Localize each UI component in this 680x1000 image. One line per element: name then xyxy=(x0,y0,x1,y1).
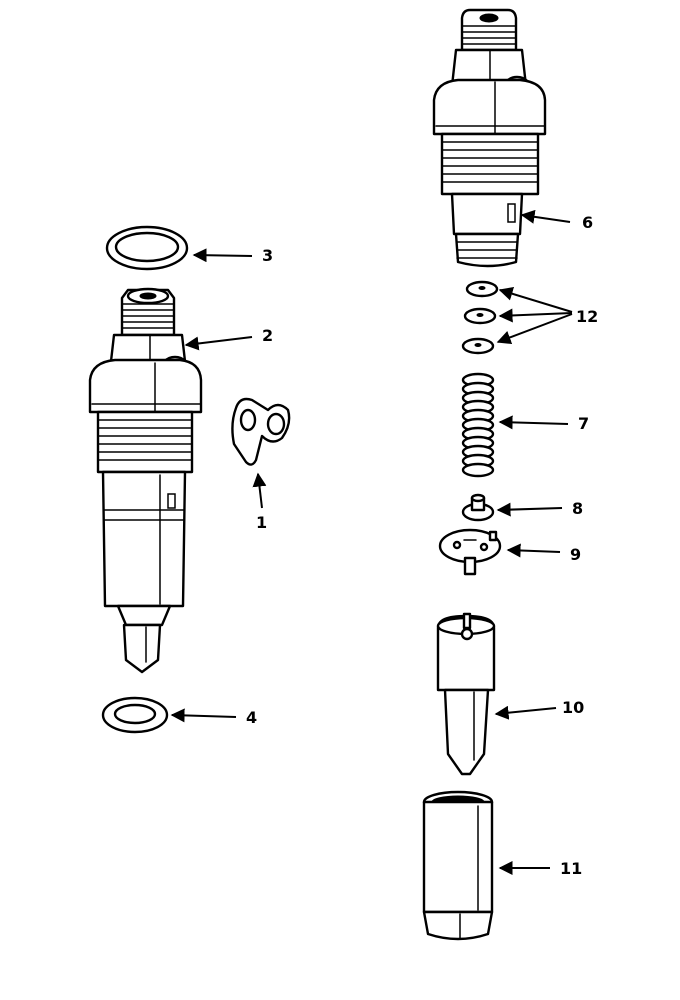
callout-8-label: 8 xyxy=(572,499,583,518)
part-3-sealing-ring xyxy=(105,225,189,271)
injector-assembly xyxy=(88,287,203,674)
callout-6-label: 6 xyxy=(582,213,593,232)
callout-7-label: 7 xyxy=(578,414,589,433)
part-12-shims xyxy=(461,280,499,355)
callout-10: 10 xyxy=(494,698,584,720)
callout-9-label: 9 xyxy=(570,545,581,564)
part-7-spring xyxy=(461,372,495,478)
callout-3: 3 xyxy=(192,246,273,265)
callout-11-label: 11 xyxy=(560,859,582,878)
callout-4-label: 4 xyxy=(246,708,257,727)
part-1-clamp xyxy=(231,397,291,466)
callout-12-label: 12 xyxy=(576,307,598,326)
part-8-spring-seat xyxy=(461,493,495,522)
callout-1-label: 1 xyxy=(256,513,267,532)
callout-1: 1 xyxy=(252,472,267,532)
callout-7: 7 xyxy=(498,414,589,433)
part-10-nozzle xyxy=(436,612,496,776)
part-4-sealing-washer xyxy=(101,696,169,734)
callout-2-label: 2 xyxy=(262,326,273,345)
callout-12: 12 xyxy=(496,286,598,345)
callout-9: 9 xyxy=(506,543,581,564)
callout-8: 8 xyxy=(496,499,583,518)
callout-11: 11 xyxy=(498,859,582,878)
part-11-nozzle-nut xyxy=(422,790,494,941)
callout-2: 2 xyxy=(184,326,273,351)
part-6-nozzle-holder xyxy=(432,8,547,268)
callout-3-label: 3 xyxy=(262,246,273,265)
callout-6: 6 xyxy=(520,209,593,232)
part-9-intermediate-plate xyxy=(438,528,502,576)
callout-10-label: 10 xyxy=(562,698,584,717)
callout-4: 4 xyxy=(170,708,257,727)
